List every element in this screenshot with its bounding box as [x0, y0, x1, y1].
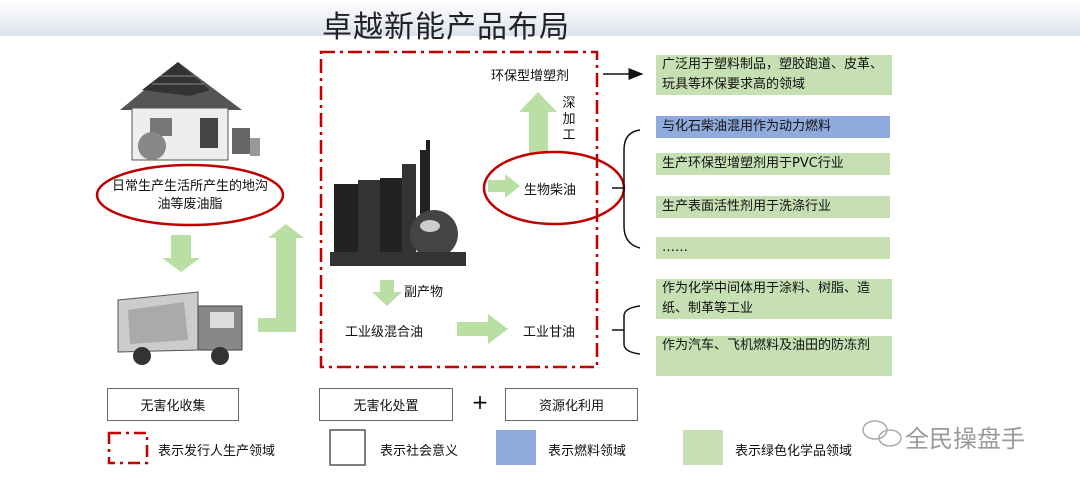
legend-label-green: 表示绿色化学品领域: [735, 444, 853, 459]
bracket-biodiesel: [612, 129, 641, 249]
stage-utilization: 资源化利用: [505, 388, 638, 421]
garbage-truck-icon: [117, 291, 243, 365]
app-biodiesel-more: ……: [656, 237, 890, 259]
flow-arrows: [162, 92, 557, 344]
node-biodiesel: 生物柴油: [524, 183, 577, 198]
bracket-glycerin: [612, 305, 641, 355]
legend-swatch-fuel: [496, 430, 536, 465]
source-highlight: [95, 163, 285, 227]
node-industrial-mixed-oil: 工业级混合油: [345, 325, 424, 340]
title-bar: [0, 0, 1080, 36]
refinery-icon: [330, 140, 466, 266]
stage-collection: 无害化收集: [107, 388, 239, 421]
node-byproduct: 副产物: [404, 285, 444, 300]
arrow-right-biodiesel: [488, 174, 520, 198]
page-title: 卓越新能产品布局: [322, 10, 570, 45]
legend-label-fuel: 表示燃料领域: [548, 444, 627, 459]
legend-swatch-social: [329, 429, 366, 466]
node-deep-processing: 深加工: [562, 96, 576, 143]
node-industrial-glycerin: 工业甘油: [523, 325, 576, 340]
arrow-down-byproduct: [372, 280, 402, 306]
arrow-elbow-to-plant: [258, 224, 304, 332]
legend-label-production: 表示发行人生产领域: [158, 444, 276, 459]
node-plasticizer: 环保型增塑剂: [491, 69, 570, 84]
app-biodiesel-pvc: 生产环保型增塑剂用于PVC行业: [656, 153, 890, 175]
app-glycerin-antifreeze: 作为汽车、飞机燃料及油田的防冻剂: [656, 336, 892, 376]
arrow-up-plasticizer: [519, 92, 557, 154]
app-biodiesel-fuel: 与化石柴油混用作为动力燃料: [656, 116, 890, 138]
source-label: 日常生产生活所产生的地沟油等废油脂: [112, 179, 269, 212]
app-glycerin-intermediate: 作为化学中间体用于涂料、树脂、造纸、制革等工业: [656, 279, 892, 319]
app-plasticizer-use: 广泛用于塑料制品，塑胶跑道、皮革、玩具等环保要求高的领域: [656, 55, 892, 95]
watermark-text: 全民操盘手: [905, 425, 1025, 453]
legend-label-social: 表示社会意义: [380, 444, 459, 459]
legend-swatch-green: [683, 430, 723, 465]
arrow-down-collect: [162, 235, 200, 272]
house-icon: [120, 62, 260, 161]
arrow-right-glycerin: [457, 314, 508, 344]
stage-plus: +: [472, 390, 489, 414]
app-biodiesel-detergent: 生产表面活性剂用于洗涤行业: [656, 196, 890, 218]
stage-disposal: 无害化处置: [319, 388, 453, 421]
production-boundary: [319, 50, 599, 369]
wechat-icon: [862, 420, 902, 447]
legend-swatch-production: [107, 431, 149, 465]
